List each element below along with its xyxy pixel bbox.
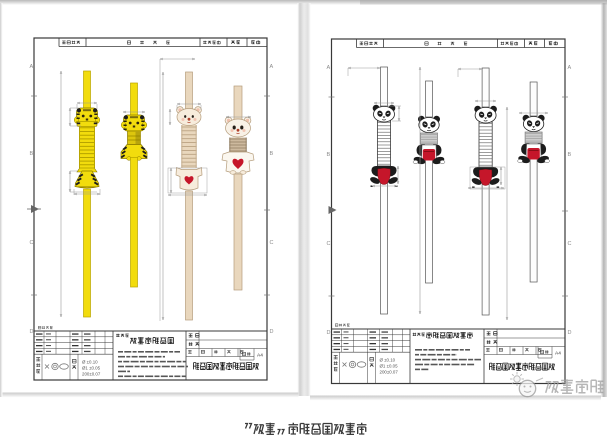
svg-text:A: A <box>270 64 274 70</box>
svg-text:200±0.07: 200±0.07 <box>82 372 101 377</box>
svg-text:B: B <box>30 151 34 157</box>
svg-text:A: A <box>327 65 331 71</box>
svg-text:A: A <box>568 65 572 71</box>
svg-text:Ø1 ±0.05: Ø1 ±0.05 <box>82 366 101 371</box>
svg-text:C: C <box>30 240 34 246</box>
svg-text:C: C <box>270 240 274 246</box>
svg-text:200±0.07: 200±0.07 <box>380 370 399 375</box>
svg-text:D: D <box>30 329 34 335</box>
svg-text:B: B <box>568 152 572 158</box>
svg-text:A4: A4 <box>257 353 263 359</box>
svg-text:Ø ±0.10: Ø ±0.10 <box>380 358 396 363</box>
svg-text:C: C <box>568 241 572 247</box>
svg-text:D: D <box>327 330 331 336</box>
svg-text:D: D <box>270 329 274 335</box>
svg-text:Ø ±0.10: Ø ±0.10 <box>82 360 98 365</box>
svg-text:Ø1 ±0.05: Ø1 ±0.05 <box>380 364 399 369</box>
svg-text:A4: A4 <box>555 351 561 357</box>
svg-text:B: B <box>327 152 331 158</box>
svg-text:C: C <box>327 241 331 247</box>
svg-text:D: D <box>568 330 572 336</box>
svg-text:B: B <box>270 151 274 157</box>
svg-text:A: A <box>30 64 34 70</box>
